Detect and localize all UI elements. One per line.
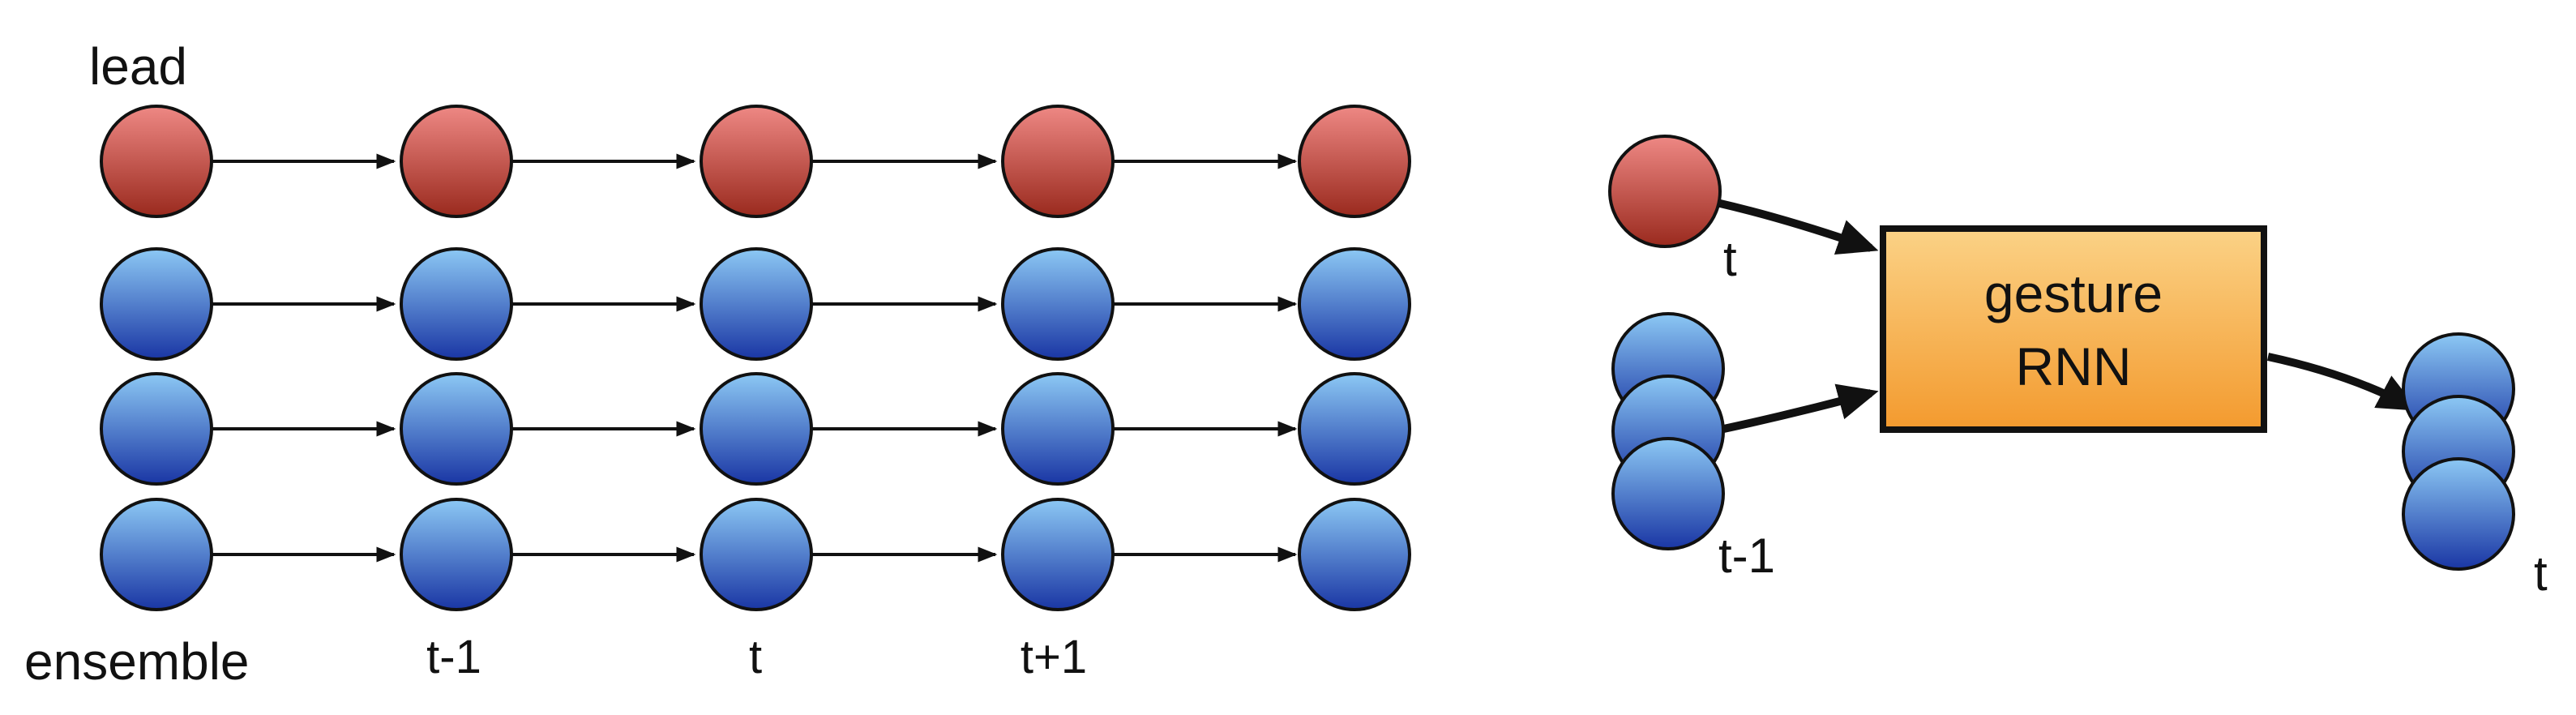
ensemble-node xyxy=(400,247,513,361)
ensemble-input-time-label: t-1 xyxy=(1718,529,1775,583)
ensemble-input-stack xyxy=(1611,312,1725,550)
lead-node xyxy=(1298,105,1411,218)
ensemble-node xyxy=(100,498,213,611)
rnn-output-arrow xyxy=(2266,353,2419,411)
ensemble-node xyxy=(1001,247,1115,361)
ensemble-node xyxy=(1298,498,1411,611)
time-label-t: t xyxy=(749,631,762,683)
ensemble-node xyxy=(400,498,513,611)
lead-node xyxy=(1001,105,1115,218)
lead-node xyxy=(100,105,213,218)
output-time-label: t xyxy=(2534,546,2548,601)
time-label-t-minus-1: t-1 xyxy=(426,631,481,683)
gesture-rnn-label-line2: RNN xyxy=(2016,336,2132,396)
gesture-rnn-box: gesture RNN xyxy=(1880,225,2267,433)
lead-label: lead xyxy=(89,37,187,96)
ensemble-node xyxy=(1001,372,1115,486)
lead-input-time-label: t xyxy=(1723,232,1737,286)
gesture-rnn-rect xyxy=(1880,225,2267,433)
ensemble-input-node xyxy=(1611,437,1725,550)
rnn-arrows xyxy=(1715,199,2419,434)
ensemble-node xyxy=(1001,498,1115,611)
lead-row xyxy=(100,105,1411,218)
time-label-t-plus-1: t+1 xyxy=(1021,631,1087,683)
left-diagram: lead ensemble t-1 t t+1 xyxy=(24,37,1411,691)
ensemble-row-3 xyxy=(100,498,1411,611)
ensemble-input-arrow xyxy=(1718,383,1879,434)
ensemble-node xyxy=(1298,247,1411,361)
ensemble-label: ensemble xyxy=(24,632,250,691)
ensemble-output-node xyxy=(2402,457,2515,571)
lead-node xyxy=(400,105,513,218)
ensemble-node xyxy=(100,372,213,486)
lead-input-node xyxy=(1608,135,1722,248)
ensemble-node xyxy=(1298,372,1411,486)
ensemble-node xyxy=(700,498,813,611)
ensemble-node xyxy=(700,372,813,486)
gesture-rnn-label-line1: gesture xyxy=(1984,263,2163,323)
ensemble-node xyxy=(400,372,513,486)
ensemble-row-1 xyxy=(100,247,1411,361)
ensemble-node xyxy=(100,247,213,361)
ensemble-row-2 xyxy=(100,372,1411,486)
ensemble-node xyxy=(700,247,813,361)
lead-node xyxy=(700,105,813,218)
timestep-arrows xyxy=(212,153,1298,563)
right-diagram: gesture RNN t t-1 t xyxy=(1608,135,2548,601)
ensemble-output-stack xyxy=(2402,332,2515,571)
lead-input-arrow xyxy=(1715,199,1879,255)
